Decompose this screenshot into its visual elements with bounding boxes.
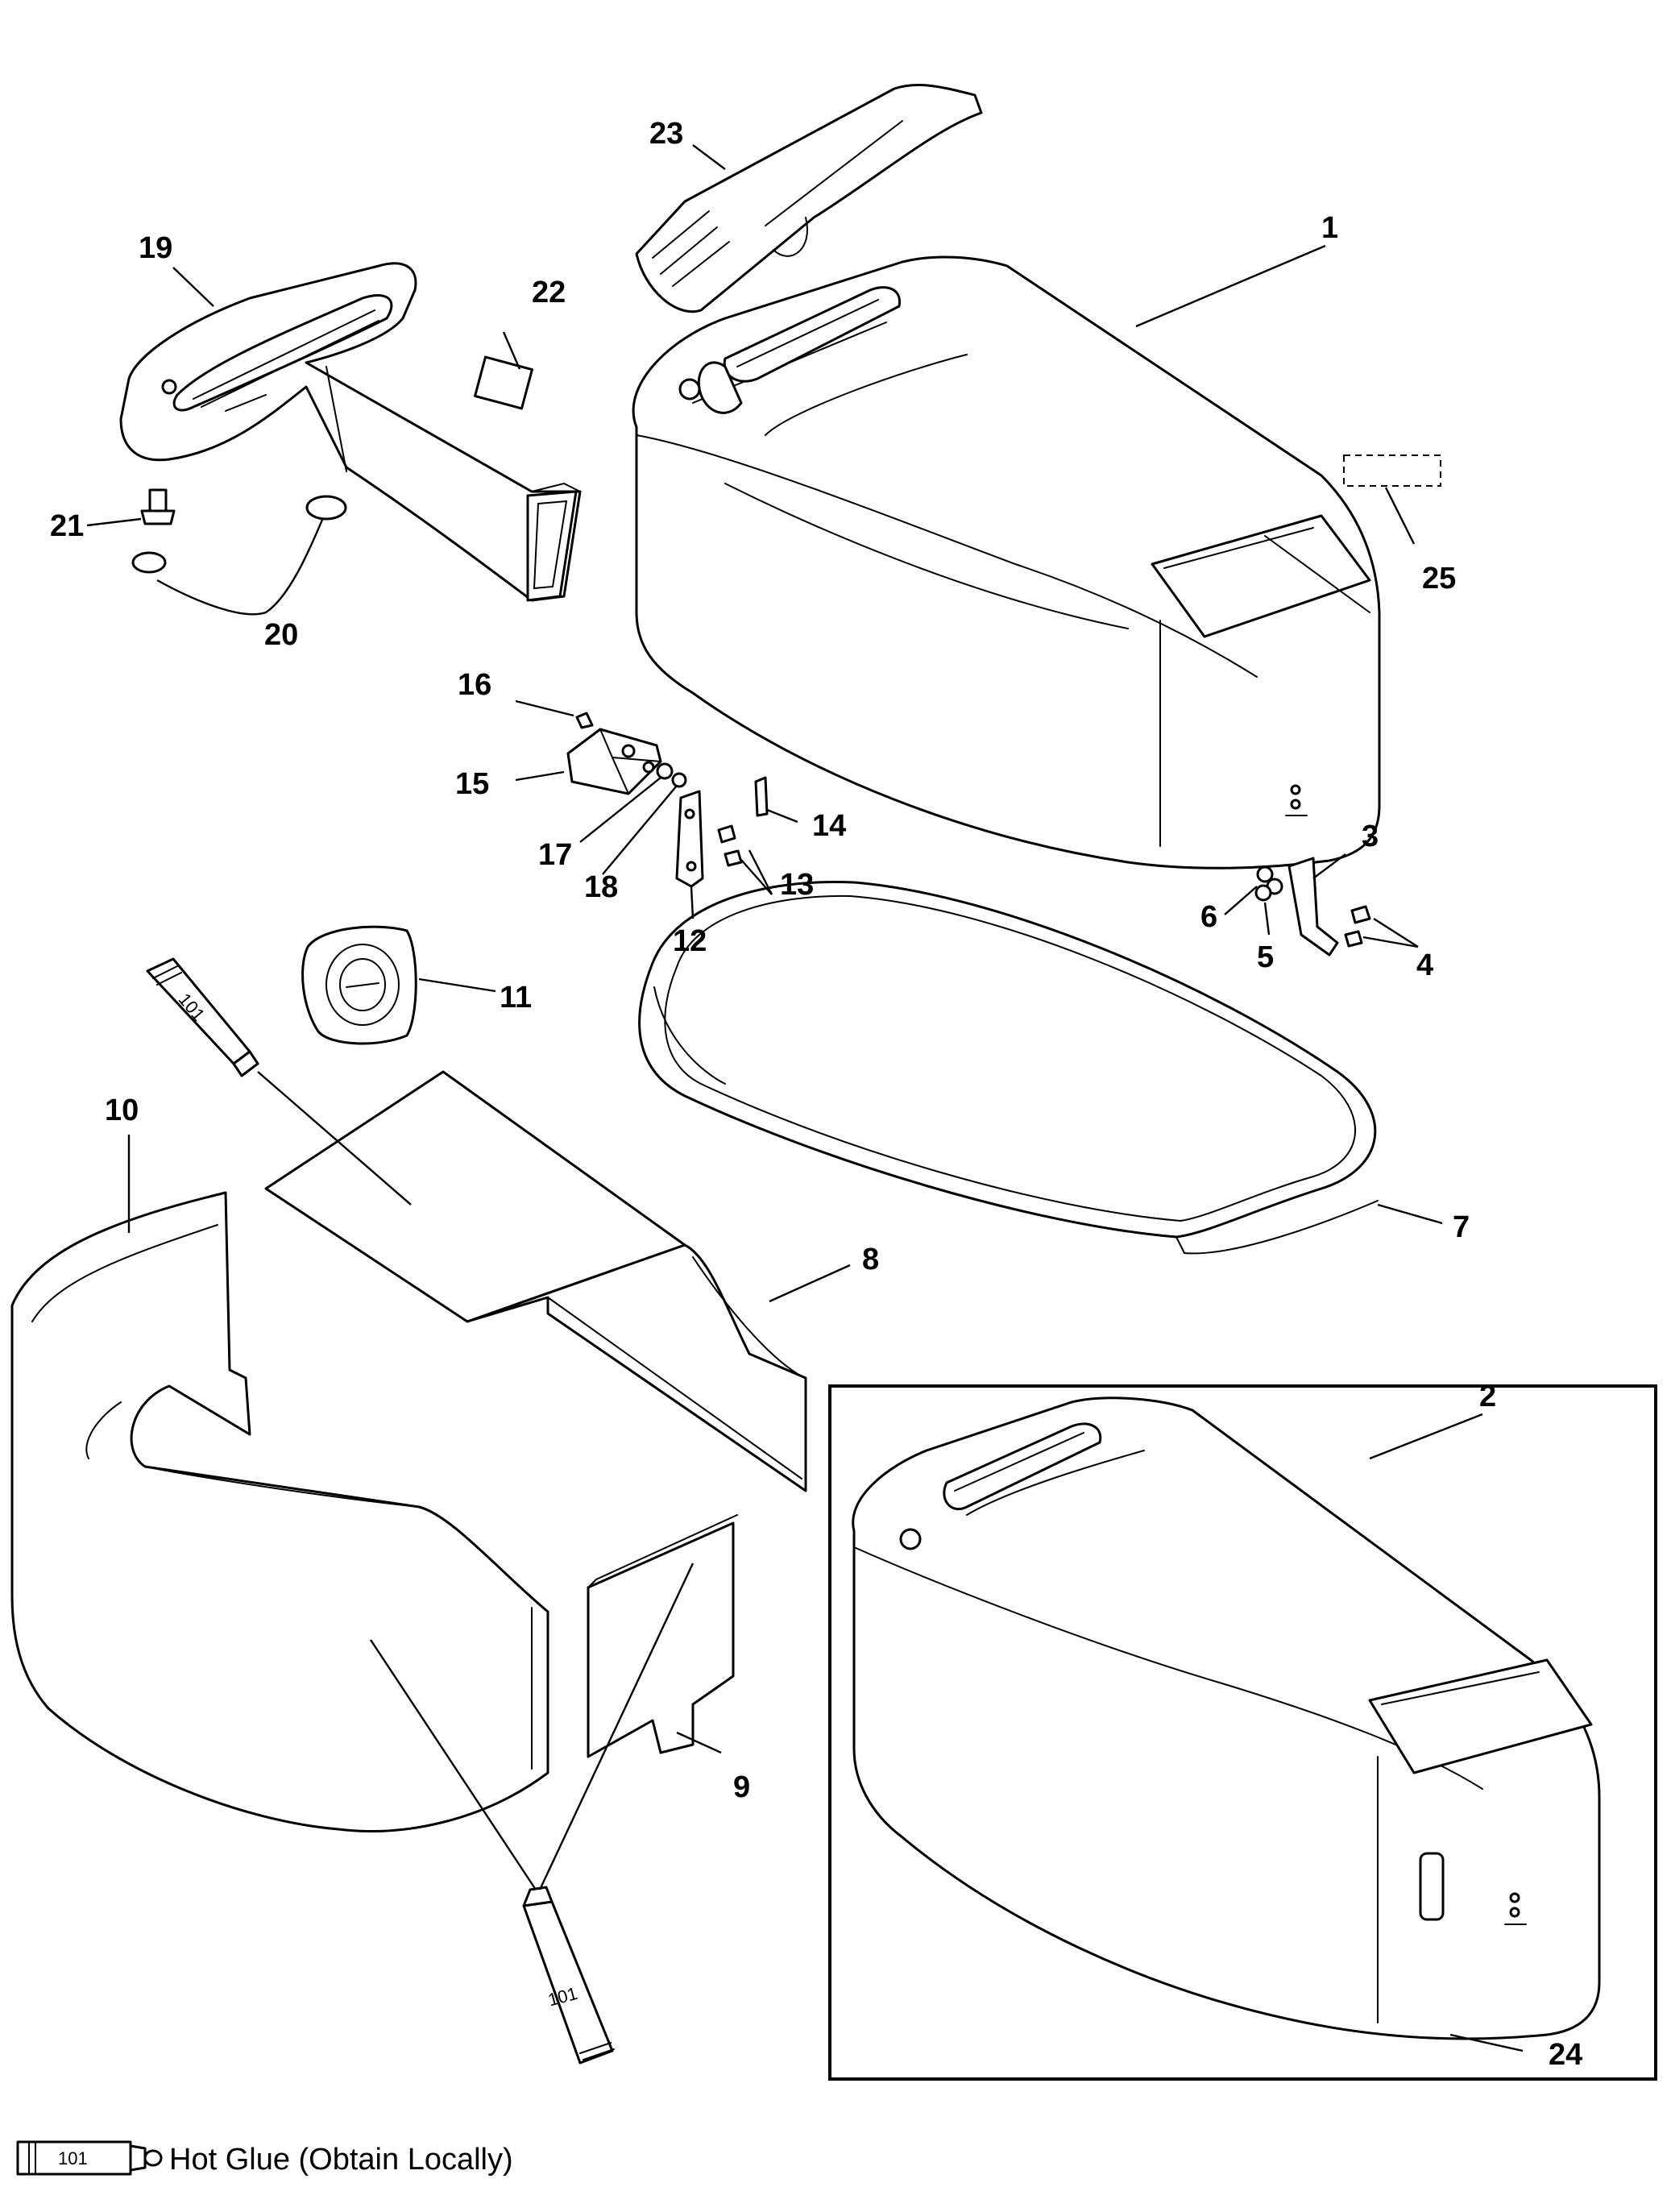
callout-11: 11 <box>500 981 532 1015</box>
screw-part-16 <box>575 712 594 729</box>
callout-6: 6 <box>1200 900 1217 934</box>
plate-part-12 <box>675 790 704 888</box>
screw-part-14 <box>754 776 769 817</box>
screw-part-13b <box>724 849 743 867</box>
plug-part-11 <box>301 925 417 1045</box>
top-handle-part-23 <box>635 83 983 313</box>
callout-22: 22 <box>532 276 566 309</box>
top-cowl-part-1 <box>632 255 1381 869</box>
callout-10: 10 <box>105 1094 139 1127</box>
inset-frame <box>828 1384 1657 2081</box>
air-intake-part-19 <box>119 262 582 602</box>
screw-part-4a <box>1350 905 1371 924</box>
callout-1: 1 <box>1321 211 1338 245</box>
leader-lines <box>86 144 1524 2052</box>
nut-part-18 <box>671 772 687 788</box>
liner-part-10 <box>10 1191 549 1832</box>
callout-25: 25 <box>1422 562 1456 596</box>
callout-5: 5 <box>1257 940 1274 974</box>
callout-3: 3 <box>1362 820 1379 853</box>
callout-14: 14 <box>812 809 846 843</box>
latch-part-15 <box>566 728 662 795</box>
callout-18: 18 <box>584 870 618 904</box>
washer-part-6a <box>1256 865 1274 883</box>
decal-part-22 <box>474 355 533 410</box>
callout-8: 8 <box>862 1243 879 1276</box>
callout-17: 17 <box>538 838 572 872</box>
callout-2: 2 <box>1479 1380 1496 1413</box>
decal-outline-part-25 <box>1343 454 1441 487</box>
glue-tube-legend-icon: 101 <box>16 2140 163 2176</box>
legend-text: Hot Glue (Obtain Locally) <box>169 2143 513 2177</box>
callout-19: 19 <box>139 231 172 265</box>
callout-12: 12 <box>673 924 707 958</box>
callout-9: 9 <box>733 1770 750 1804</box>
foam-part-8 <box>264 1070 807 1492</box>
callout-23: 23 <box>649 117 683 151</box>
callout-21: 21 <box>50 509 84 543</box>
legend-symbol-label: 101 <box>58 2148 88 2168</box>
callout-7: 7 <box>1453 1210 1470 1244</box>
callout-24: 24 <box>1549 2038 1582 2072</box>
grommet-part-20b <box>305 495 347 521</box>
glue-tube-upper: 101 <box>146 957 259 1077</box>
screw-part-21 <box>140 488 176 525</box>
decal-part-24 <box>1419 1852 1445 1921</box>
legend: 101 Hot Glue (Obtain Locally) <box>16 2140 513 2177</box>
callout-20: 20 <box>264 618 298 652</box>
alt-top-cowl-part-2 <box>852 1397 1601 2040</box>
screw-part-13a <box>717 824 736 844</box>
callout-16: 16 <box>458 668 491 702</box>
callout-4: 4 <box>1416 948 1433 982</box>
washer-part-17 <box>656 762 674 780</box>
callout-13: 13 <box>780 868 814 902</box>
glue-tube-lower: 101 <box>522 1886 615 2065</box>
washer-part-5 <box>1254 884 1272 902</box>
callout-labels: 1 2 3 4 5 6 7 8 9 10 11 12 13 14 15 16 1… <box>50 117 1582 2072</box>
bracket-part-3 <box>1287 857 1339 957</box>
callout-15: 15 <box>455 767 489 801</box>
screw-part-4b <box>1344 930 1363 948</box>
foam-part-9 <box>587 1514 738 1758</box>
seal-part-7 <box>638 880 1379 1255</box>
grommet-part-20a <box>131 551 167 574</box>
